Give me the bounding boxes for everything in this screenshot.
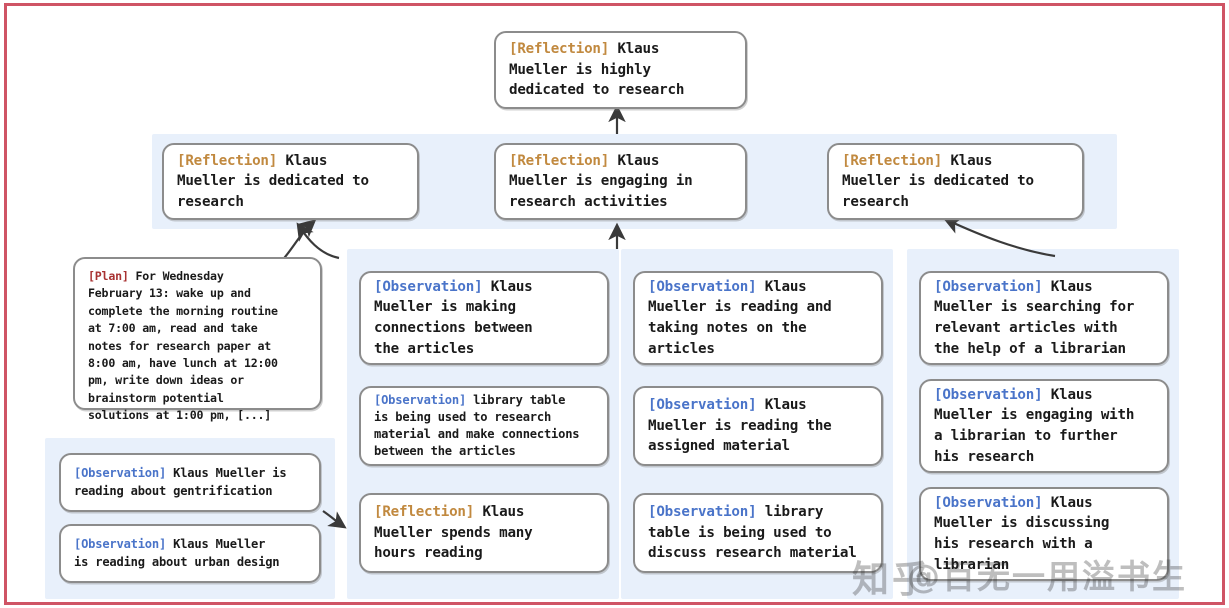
root-reflection-node[interactable]: [Reflection] Klaus Mueller is highly ded… [494, 31, 747, 109]
observation-tag: [Observation] [648, 397, 757, 414]
root-reflection-text: Klaus Mueller is highly dedicated to res… [509, 41, 685, 99]
column-two-node-2[interactable]: [Observation] Klaus Mueller is reading t… [633, 386, 883, 466]
plan-text: For Wednesday February 13: wake up and c… [88, 269, 278, 423]
reflection-node-2[interactable]: [Reflection] Klaus Mueller is engaging i… [494, 143, 747, 220]
reflection-tag: [Reflection] [177, 152, 278, 169]
column-three-node-1[interactable]: [Observation] Klaus Mueller is searching… [919, 271, 1169, 365]
observation-tag: [Observation] [934, 494, 1043, 511]
column-three-node-2[interactable]: [Observation] Klaus Mueller is engaging … [919, 379, 1169, 473]
plan-tag: [Plan] [88, 269, 129, 283]
observation-tag: [Observation] [934, 278, 1043, 295]
column-one-node-1[interactable]: [Observation] Klaus Mueller is making co… [359, 271, 609, 365]
column-two-node-3[interactable]: [Observation] library table is being use… [633, 493, 883, 573]
column-three-node-3[interactable]: [Observation] Klaus Mueller is discussin… [919, 487, 1169, 581]
observation-text: Klaus Mueller is reading and taking note… [648, 278, 832, 357]
reflection-node-1[interactable]: [Reflection] Klaus Mueller is dedicated … [162, 143, 419, 220]
observation-tag: [Observation] [74, 466, 167, 481]
diagram-canvas: [Reflection] Klaus Mueller is highly ded… [7, 6, 1222, 602]
observation-tag: [Observation] [934, 386, 1043, 403]
observation-text: library table is being used to discuss r… [648, 504, 857, 562]
observation-tag: [Observation] [648, 504, 757, 521]
observation-text: Klaus Mueller is searching for relevant … [934, 278, 1135, 357]
observation-left-node-2[interactable]: [Observation] Klaus Mueller is reading a… [59, 524, 321, 583]
reflection-text: Klaus Mueller is engaging in research ac… [509, 152, 693, 210]
reflection-text: Klaus Mueller is dedicated to research [177, 152, 369, 210]
observation-tag: [Observation] [648, 278, 757, 295]
column-one-node-3[interactable]: [Reflection] Klaus Mueller spends many h… [359, 493, 609, 573]
observation-tag: [Observation] [374, 278, 483, 295]
observation-text: library table is being used to research … [374, 392, 580, 459]
observation-left-node-1[interactable]: [Observation] Klaus Mueller is reading a… [59, 453, 321, 512]
observation-text: Klaus Mueller is reading about urban des… [74, 537, 280, 569]
observation-text: Klaus Mueller is reading the assigned ma… [648, 397, 832, 455]
reflection-tag: [Reflection] [374, 504, 475, 521]
reflection-tag: [Reflection] [509, 152, 610, 169]
arrow-column-one-to-left-reflection [296, 222, 340, 260]
reflection-text: Klaus Mueller spends many hours reading [374, 504, 533, 562]
observation-text: Klaus Mueller is engaging with a librari… [934, 386, 1135, 465]
observation-text: Klaus Mueller is making connections betw… [374, 278, 533, 357]
column-two-node-1[interactable]: [Observation] Klaus Mueller is reading a… [633, 271, 883, 365]
plan-node[interactable]: [Plan] For Wednesday February 13: wake u… [73, 257, 322, 422]
reflection-tag: [Reflection] [842, 152, 943, 169]
column-one-node-2[interactable]: [Observation] library table is being use… [359, 386, 609, 466]
reflection-tag: [Reflection] [509, 41, 610, 58]
observation-text: Klaus Mueller is discussing his research… [934, 494, 1110, 573]
reflection-node-3[interactable]: [Reflection] Klaus Mueller is dedicated … [827, 143, 1084, 220]
observation-tag: [Observation] [374, 392, 467, 407]
observation-tag: [Observation] [74, 537, 167, 552]
reflection-text: Klaus Mueller is dedicated to research [842, 152, 1034, 210]
figure-frame: [Reflection] Klaus Mueller is highly ded… [4, 3, 1225, 605]
observation-text: Klaus Mueller is reading about gentrific… [74, 466, 287, 498]
